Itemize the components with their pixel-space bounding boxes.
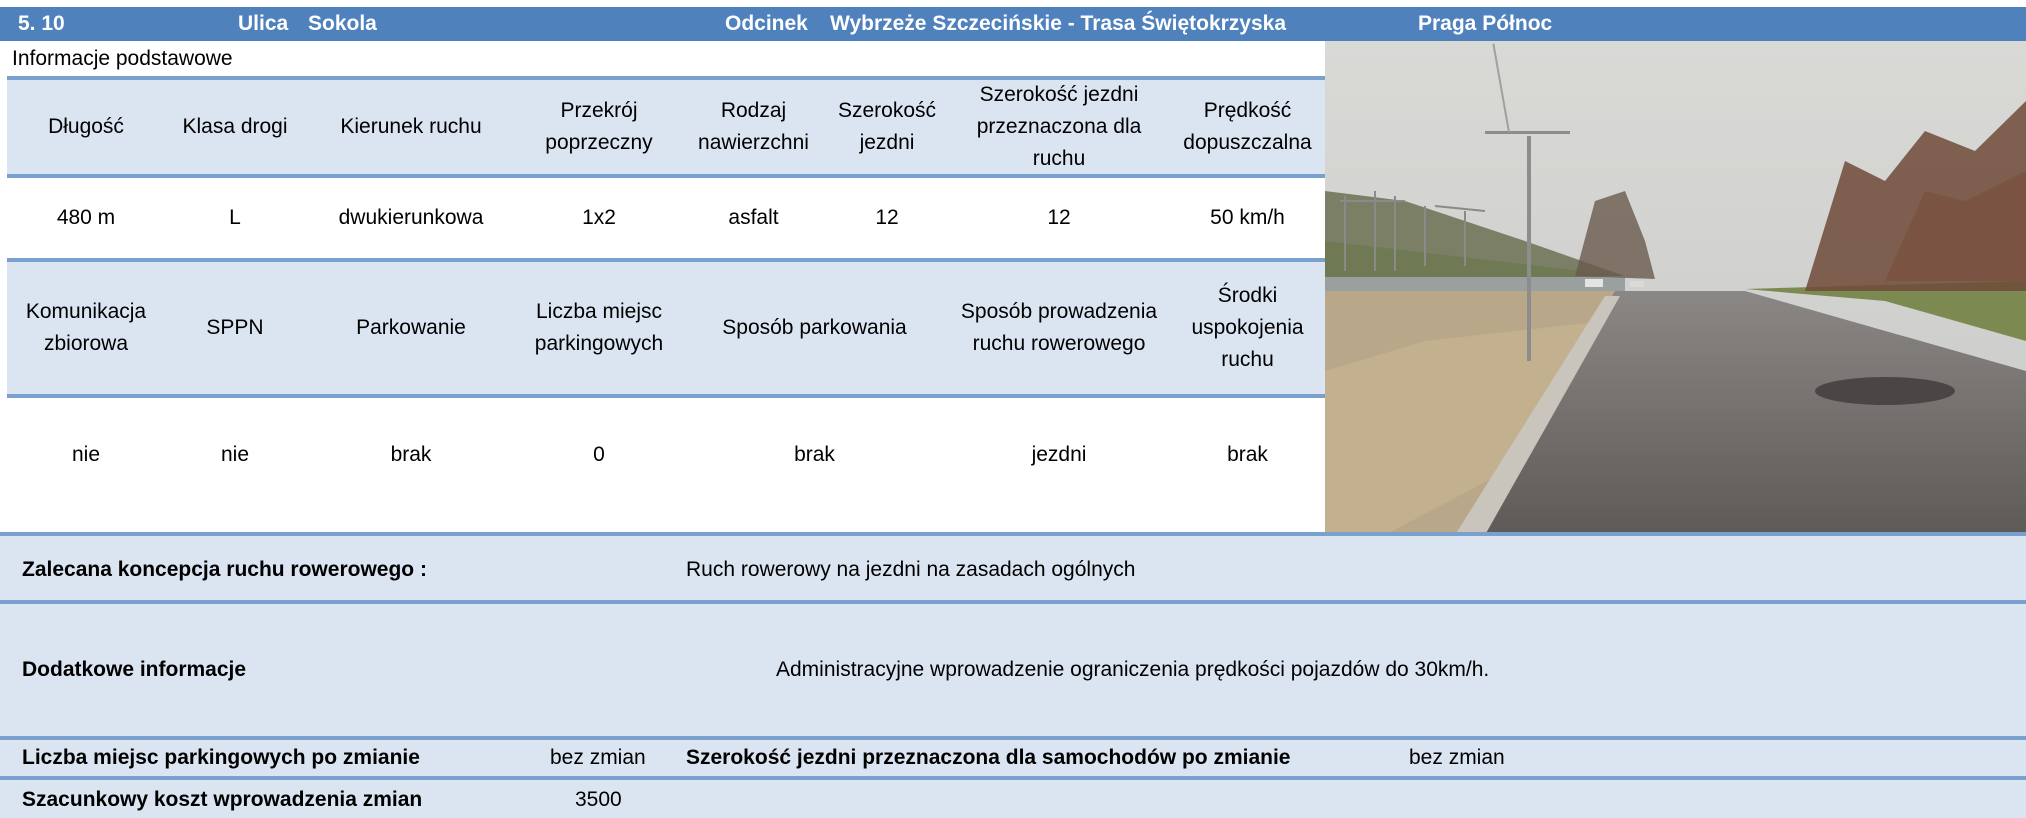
width-after-label: Szerokość jezdni przeznaczona dla samoch… [686, 746, 1291, 769]
value-nawierzchnia: asfalt [728, 206, 779, 229]
value-szerokosc-jezdni: 12 [875, 206, 899, 229]
street-name: Sokola [308, 12, 377, 35]
additional-band [0, 604, 2026, 736]
value-sposob-parkowania: brak [794, 443, 835, 466]
value-kierunek-ruchu: dwukierunkowa [338, 206, 484, 229]
table1-header-band [7, 80, 1325, 174]
header-dlugosc: Długość [48, 115, 124, 138]
concept-label: Zalecana koncepcja ruchu rowerowego : [22, 558, 427, 581]
value-komunikacja: nie [71, 443, 101, 466]
header-sposob-parkowania: Sposób parkowania [722, 316, 907, 339]
header-szerokosc-dla-ruchu: Szerokość jezdni przeznaczona dla ruchu [976, 83, 1142, 170]
cost-band [0, 780, 2026, 818]
cost-label: Szacunkowy koszt wprowadzenia zmian [22, 788, 423, 811]
header-sppn: SPPN [206, 316, 264, 339]
district-name: Praga Północ [1418, 12, 1553, 35]
additional-label: Dodatkowe informacje [22, 658, 247, 681]
header-liczba-miejsc: Liczba miejsc parkingowych [534, 300, 664, 355]
concept-band [0, 536, 2026, 600]
value-klasa-drogi: L [229, 206, 241, 229]
value-liczba-miejsc: 0 [593, 443, 605, 466]
section-title: Informacje podstawowe [12, 47, 233, 70]
table1-mid-rule [7, 174, 1325, 178]
header-sposob-prowadzenia: Sposób prowadzenia ruchu rowerowego [960, 300, 1158, 355]
cost-value: 3500 [575, 788, 622, 811]
concept-top-rule [0, 532, 2026, 536]
header-klasa-drogi: Klasa drogi [182, 115, 288, 138]
header-przekroj-poprzeczny: Przekrój poprzeczny [545, 99, 653, 154]
parking-after-label: Liczba miejsc parkingowych po zmianie [22, 746, 420, 769]
header-bar [0, 7, 2026, 41]
width-after-value: bez zmian [1409, 746, 1505, 769]
value-predkosc: 50 km/h [1210, 206, 1285, 229]
header-srodki-uspokojenia: Środki uspokojenia ruchu [1191, 284, 1304, 371]
value-szerokosc-dla-ruchu: 12 [1047, 206, 1071, 229]
header-rodzaj-nawierzchni: Rodzaj nawierzchni [698, 99, 809, 154]
table2-top-rule [7, 258, 1325, 262]
section-name: Wybrzeże Szczecińskie - Trasa Świętokrzy… [830, 12, 1287, 35]
value-srodki-uspokojenia: brak [1227, 443, 1268, 466]
parking-after-value: bez zmian [550, 746, 646, 769]
value-dlugosc: 480 m [56, 206, 116, 229]
record-number: 5. 10 [18, 12, 65, 35]
table1-top-rule [7, 76, 1325, 80]
cost-top-rule [0, 776, 2026, 780]
table2-mid-rule [7, 394, 1325, 398]
street-photo [1325, 41, 2026, 535]
header-kierunek-ruchu: Kierunek ruchu [340, 115, 482, 138]
after-change-band [0, 740, 2026, 776]
header-komunikacja-zbiorowa: Komunikacja zbiorowa [25, 300, 147, 355]
value-sppn: nie [220, 443, 250, 466]
section-label: Odcinek [725, 12, 808, 35]
after-change-top-rule [0, 736, 2026, 740]
header-predkosc: Prędkość dopuszczalna [1183, 99, 1312, 154]
header-parkowanie: Parkowanie [356, 316, 466, 339]
value-przekroj: 1x2 [582, 206, 616, 229]
table2-header-band [7, 262, 1325, 394]
street-label: Ulica [238, 12, 289, 35]
additional-value: Administracyjne wprowadzenie ograniczeni… [776, 658, 1490, 681]
concept-value: Ruch rowerowy na jezdni na zasadach ogól… [686, 558, 1136, 581]
additional-top-rule [0, 600, 2026, 604]
value-sposob-prowadzenia: jezdni [1031, 443, 1087, 466]
header-szerokosc-jezdni: Szerokość jezdni [837, 99, 937, 154]
value-parkowanie: brak [390, 443, 432, 466]
